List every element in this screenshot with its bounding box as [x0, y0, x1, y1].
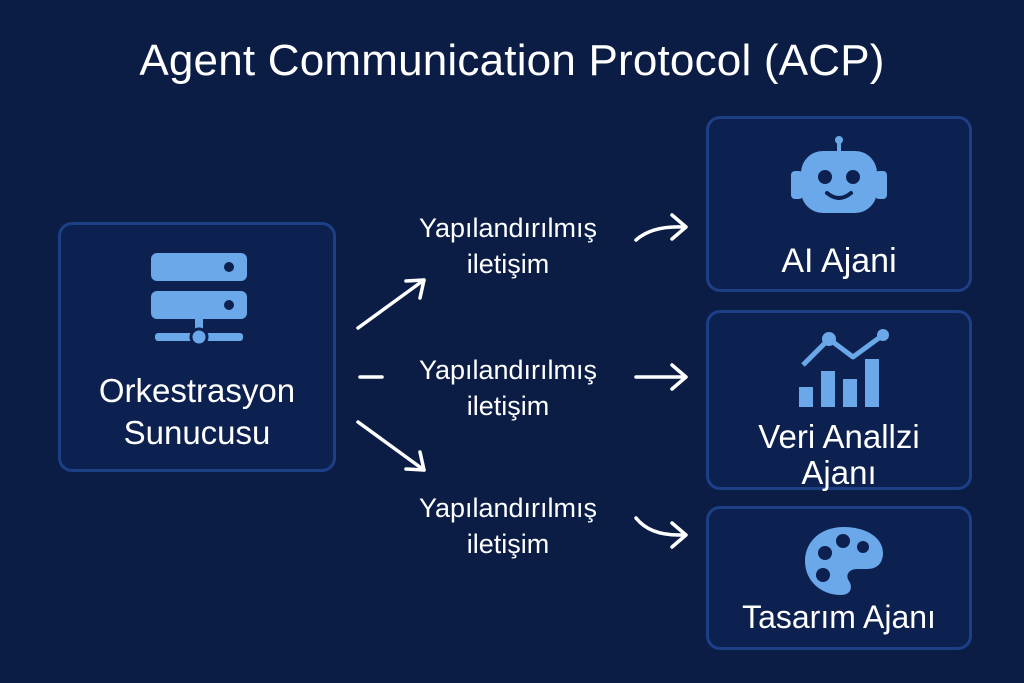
edge-label-middle: Yapılandırılmış iletişim	[388, 352, 628, 424]
diagram-title: Agent Communication Protocol (ACP)	[139, 36, 885, 85]
edge-label-bottom-line1: Yapılandırılmış	[418, 493, 598, 523]
arrow-to-design-agent	[634, 516, 688, 549]
edge-label-middle-line2: iletişim	[466, 391, 550, 421]
agent-design-label: Tasarım Ajanı	[742, 599, 936, 635]
arrow-to-ai-agent	[634, 213, 688, 242]
agent-box-ai: AI Ajani	[706, 116, 972, 292]
server-label-line1: Orkestrasyon	[98, 372, 296, 409]
agent-data-label-line1: Veri Anallzi	[758, 418, 920, 455]
arrow-server-up	[356, 278, 426, 330]
edge-label-middle-line1: Yapılandırılmış	[418, 355, 598, 385]
arrow-server-down	[356, 420, 426, 472]
edge-label-top: Yapılandırılmış iletişim	[388, 210, 628, 282]
edge-label-bottom-line2: iletişim	[466, 529, 550, 559]
server-label-line2: Sunucusu	[123, 414, 271, 451]
agent-box-data-analysis: Veri Anallzi Ajanı	[706, 310, 972, 491]
palette-icon	[805, 527, 883, 595]
agent-data-label-line2: Ajanı	[801, 454, 877, 491]
agent-ai-label: AI Ajani	[781, 242, 897, 280]
robot-icon	[791, 136, 887, 213]
agent-box-design: Tasarım Ajanı	[706, 506, 972, 650]
edge-label-bottom: Yapılandırılmış iletişim	[388, 490, 628, 562]
chart-icon	[799, 329, 889, 407]
edge-label-top-line2: iletişim	[466, 249, 550, 279]
orchestration-server-box: Orkestrasyon Sunucusu	[58, 222, 336, 472]
arrow-to-data-agent	[634, 363, 688, 391]
edge-label-top-line1: Yapılandırılmış	[418, 213, 598, 243]
server-icon	[151, 253, 247, 347]
